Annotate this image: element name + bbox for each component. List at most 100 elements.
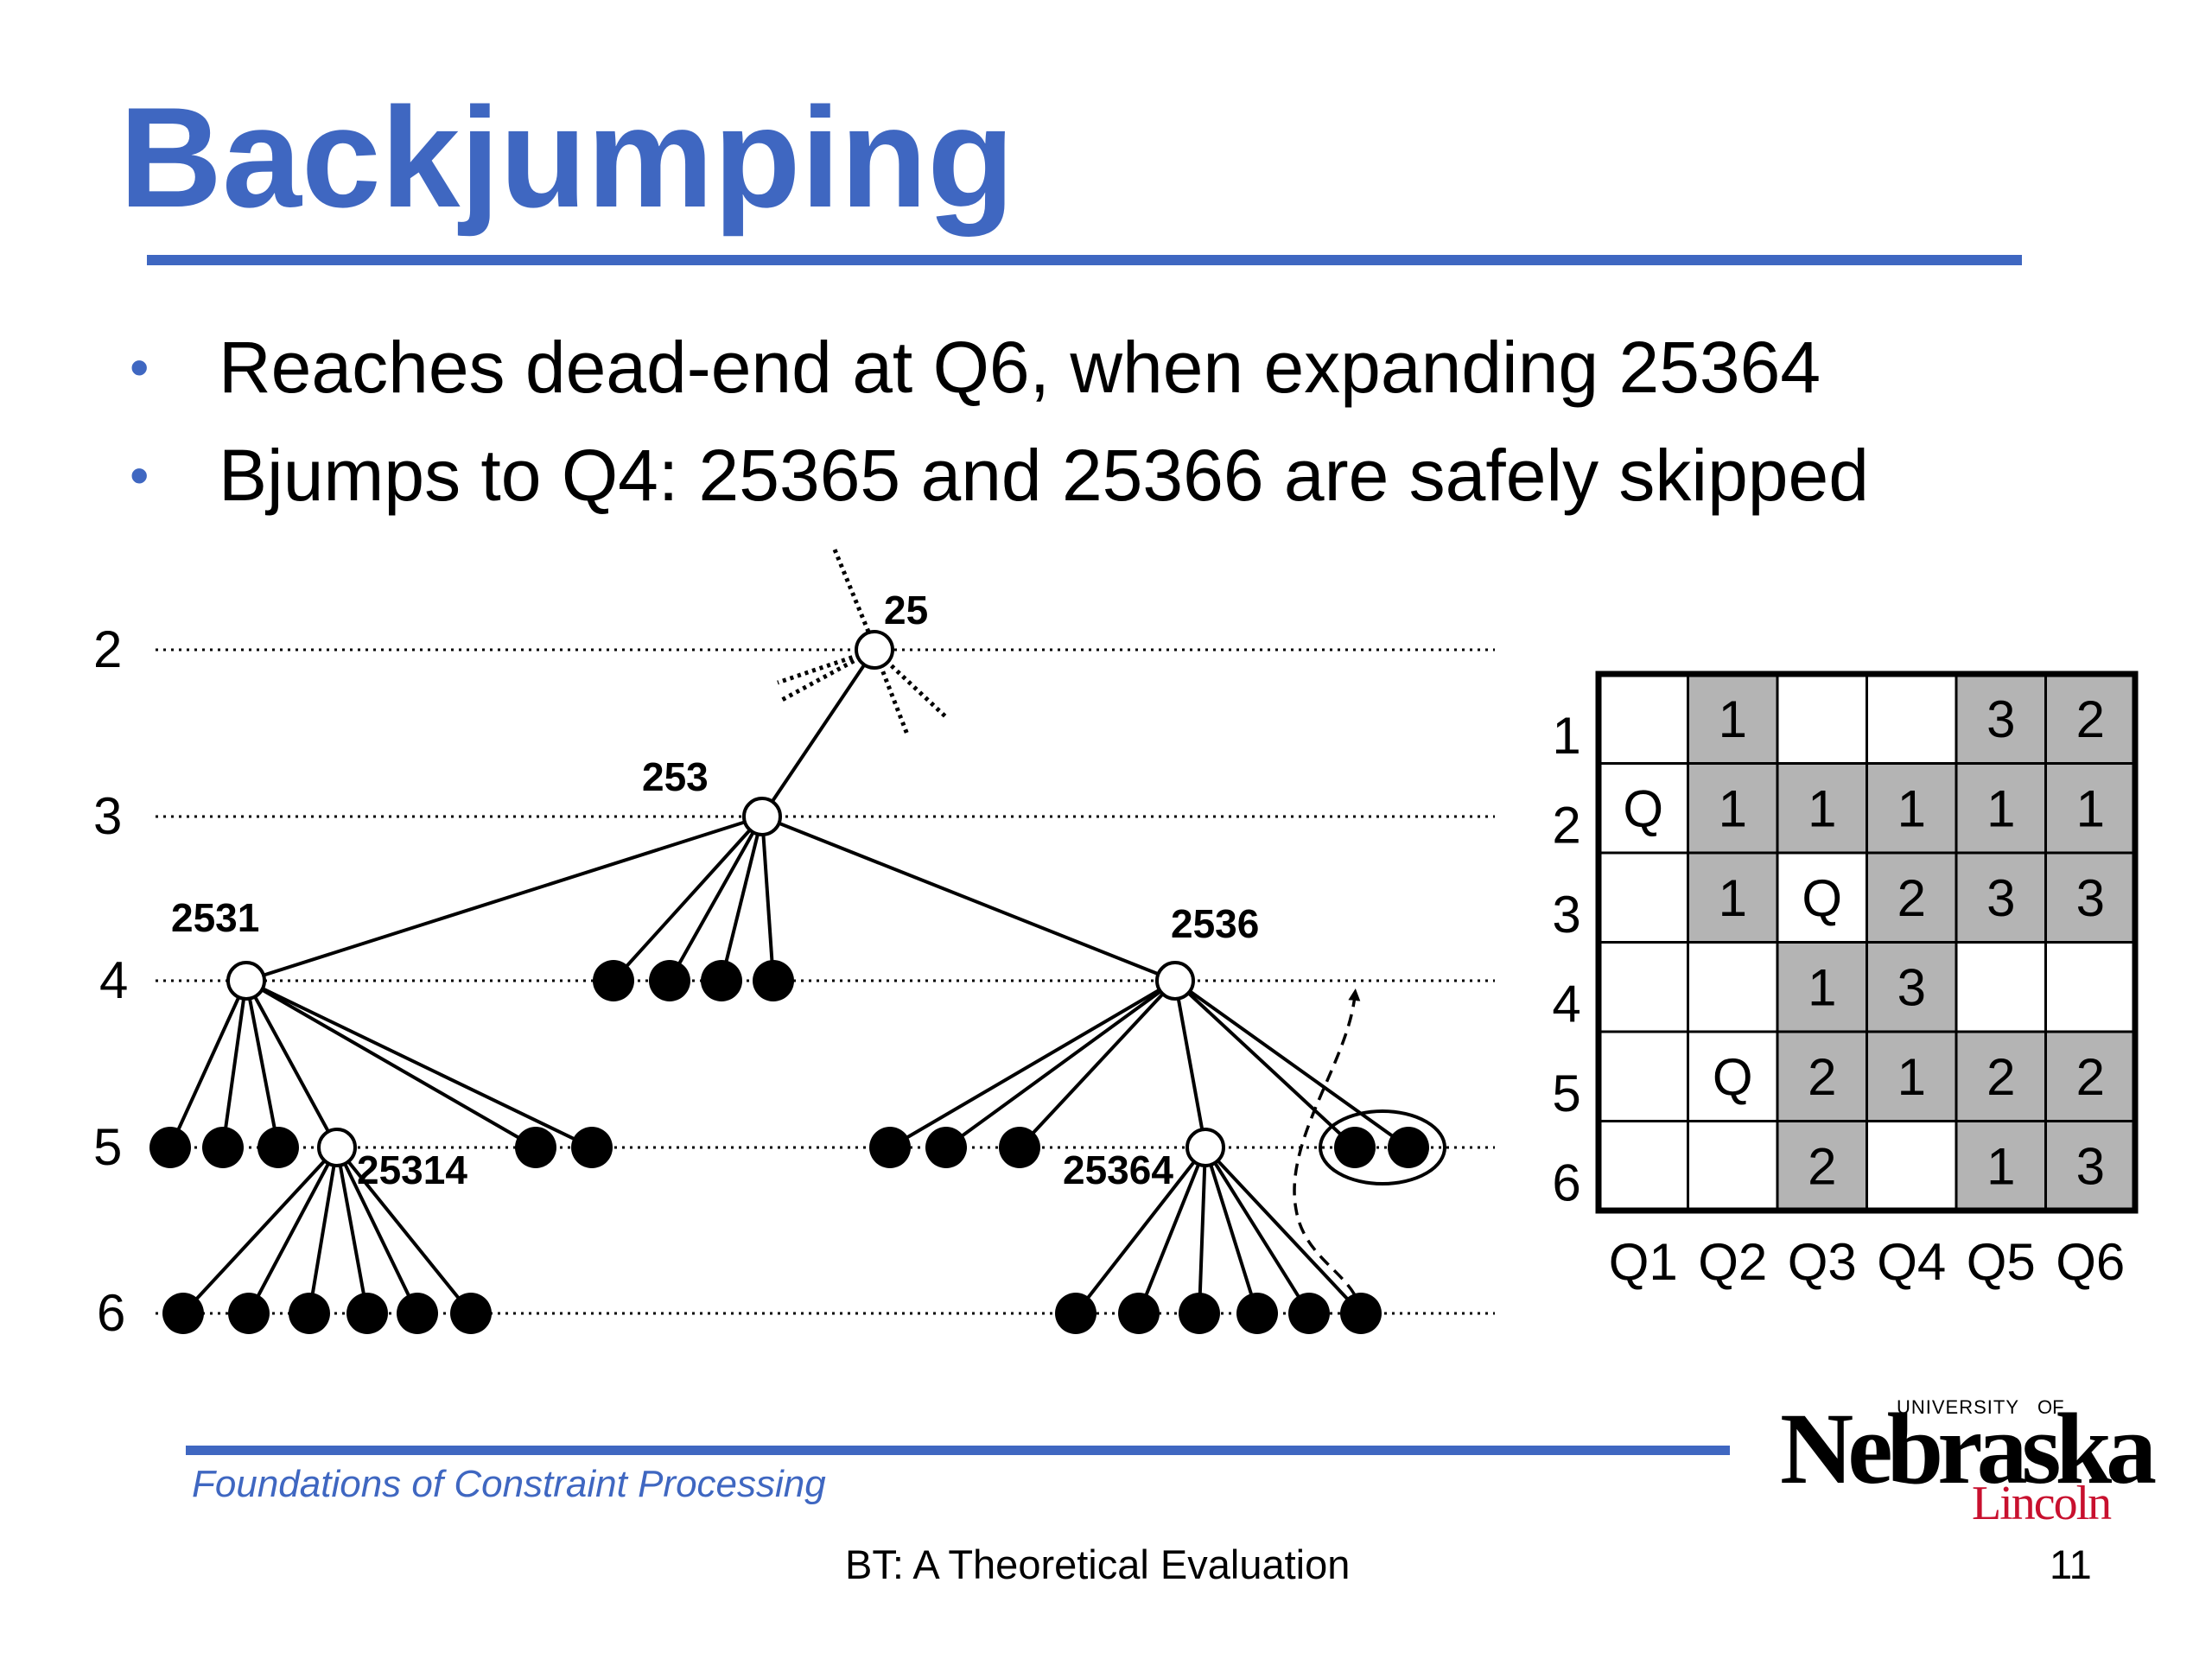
- level-label-3: 3: [93, 787, 122, 845]
- board-border: [1595, 671, 2139, 1214]
- board-cell-value: 3: [1897, 958, 1926, 1016]
- board-cell: [1776, 851, 1868, 944]
- board-cell: [2044, 941, 2137, 1033]
- board-cell-value: Q: [1713, 1048, 1753, 1106]
- board-cell-value: 3: [2076, 1137, 2105, 1195]
- skipped-nodes-ellipse: [1319, 1109, 1446, 1185]
- node-2531: [226, 961, 266, 1001]
- board-row-label: 4: [1552, 975, 1580, 1033]
- board-row-label: 1: [1552, 707, 1580, 765]
- node-25364: [1185, 1128, 1225, 1167]
- board-row-label: 2: [1552, 796, 1580, 854]
- node-2536: [1155, 961, 1195, 1001]
- board-cell-value: 1: [1719, 779, 1747, 837]
- board-cell-value: 2: [1897, 869, 1926, 927]
- board-cell-value: 2: [2076, 1048, 2105, 1106]
- board-cell: [1955, 1120, 2047, 1212]
- board-cell: [2044, 851, 2137, 944]
- node-label-25364: 25364: [1063, 1147, 1173, 1192]
- board-cell: [1597, 672, 1689, 765]
- board-cell: [1597, 941, 1689, 1033]
- board-col-label: Q2: [1698, 1233, 1767, 1291]
- tree-edges: [168, 648, 1410, 1315]
- board-cell-value: 1: [1719, 690, 1747, 748]
- board-cell: [1866, 941, 1958, 1033]
- board-cell: [1955, 941, 2047, 1033]
- node-label-25: 25: [884, 588, 928, 632]
- board-cell: [1776, 672, 1868, 765]
- board-cell: [1687, 762, 1779, 855]
- board-cell: [1687, 851, 1779, 944]
- node-25314: [317, 1128, 357, 1167]
- board-cell-value: 1: [1897, 779, 1926, 837]
- node-label-25314: 25314: [357, 1147, 467, 1192]
- level-label-2: 2: [93, 620, 122, 678]
- board-cell: [1597, 1030, 1689, 1122]
- board-cell-value: Q: [1802, 869, 1842, 927]
- node-label-253: 253: [642, 754, 709, 799]
- board-cell: [1866, 1030, 1958, 1122]
- board-cell: [1687, 1030, 1779, 1122]
- board-row-label: 3: [1552, 886, 1580, 944]
- open-nodes: [226, 630, 1225, 1167]
- board-cell: [1866, 1120, 1958, 1212]
- backjump-arrow: [1293, 988, 1363, 1314]
- bullet-text-1: Reaches dead-end at Q6, when expanding 2…: [219, 327, 1821, 408]
- board-cell-value: 1: [1808, 958, 1836, 1016]
- slide-title: Backjumping: [119, 78, 1015, 237]
- level-lines: [156, 648, 1495, 1315]
- footer-subtitle: BT: A Theoretical Evaluation: [845, 1541, 1351, 1587]
- level-label-4: 4: [99, 951, 128, 1009]
- node-253: [742, 797, 782, 836]
- bullet-dot-icon: •: [130, 336, 149, 398]
- node-label-2536: 2536: [1171, 901, 1259, 946]
- board-cell-value: 1: [1897, 1048, 1926, 1106]
- board-row-label: 6: [1552, 1154, 1580, 1211]
- board-cell: [1597, 1120, 1689, 1212]
- footer-divider: [186, 1446, 1730, 1455]
- board-col-label: Q3: [1788, 1233, 1857, 1291]
- board-cell-value: 1: [1986, 779, 2015, 837]
- logo-lincoln-text: Lincoln: [1972, 1477, 2112, 1530]
- board-cell: [1955, 851, 2047, 944]
- board-cell-value: 3: [1986, 869, 2015, 927]
- node-25: [855, 630, 894, 670]
- board-col-label: Q1: [1609, 1233, 1678, 1291]
- board-cell-value: 3: [2076, 869, 2105, 927]
- board-cell-value: 1: [1808, 779, 1836, 837]
- board-cell: [1687, 1120, 1779, 1212]
- board-col-label: Q6: [2056, 1233, 2125, 1291]
- node-label-2531: 2531: [171, 895, 259, 940]
- footer-course-title: Foundations of Constraint Processing: [192, 1463, 826, 1505]
- board-cell: [1597, 851, 1689, 944]
- board-cell-value: Q: [1623, 779, 1663, 837]
- board-cell-value: 2: [1986, 1048, 2015, 1106]
- logo-of-text: OF: [2037, 1396, 2064, 1418]
- board-cell-value: 1: [1986, 1137, 2015, 1195]
- board-col-label: Q5: [1967, 1233, 2036, 1291]
- board-cell-value: 2: [1808, 1048, 1836, 1106]
- level-label-6: 6: [97, 1284, 125, 1342]
- board-cell-value: 3: [1986, 690, 2015, 748]
- logo-nebraska-text: Nebraska: [1780, 1392, 2157, 1505]
- board-cell-value: 2: [2076, 690, 2105, 748]
- board-cell: [1776, 762, 1868, 855]
- board-cell-value: 1: [1719, 869, 1747, 927]
- board-col-label: Q4: [1877, 1233, 1946, 1291]
- level-label-5: 5: [93, 1118, 122, 1176]
- dead-end-nodes: [149, 960, 1429, 1334]
- board-cell-value: 1: [2076, 779, 2105, 837]
- page-number: 11: [2050, 1541, 2092, 1587]
- university-logo: Nebraska UNIVERSITY OF Lincoln: [1780, 1382, 2157, 1534]
- board-cell: [1687, 941, 1779, 1033]
- bullet-dot-icon: •: [130, 444, 149, 506]
- bullet-text-2: Bjumps to Q4: 25365 and 25366 are safely…: [219, 435, 1869, 516]
- board-row-label: 5: [1552, 1065, 1580, 1122]
- board-cell: [2044, 1030, 2137, 1122]
- board-cell-value: 2: [1808, 1137, 1836, 1195]
- title-divider: [147, 255, 2022, 265]
- logo-university-text: UNIVERSITY: [1897, 1396, 2020, 1418]
- board-cell: [1866, 672, 1958, 765]
